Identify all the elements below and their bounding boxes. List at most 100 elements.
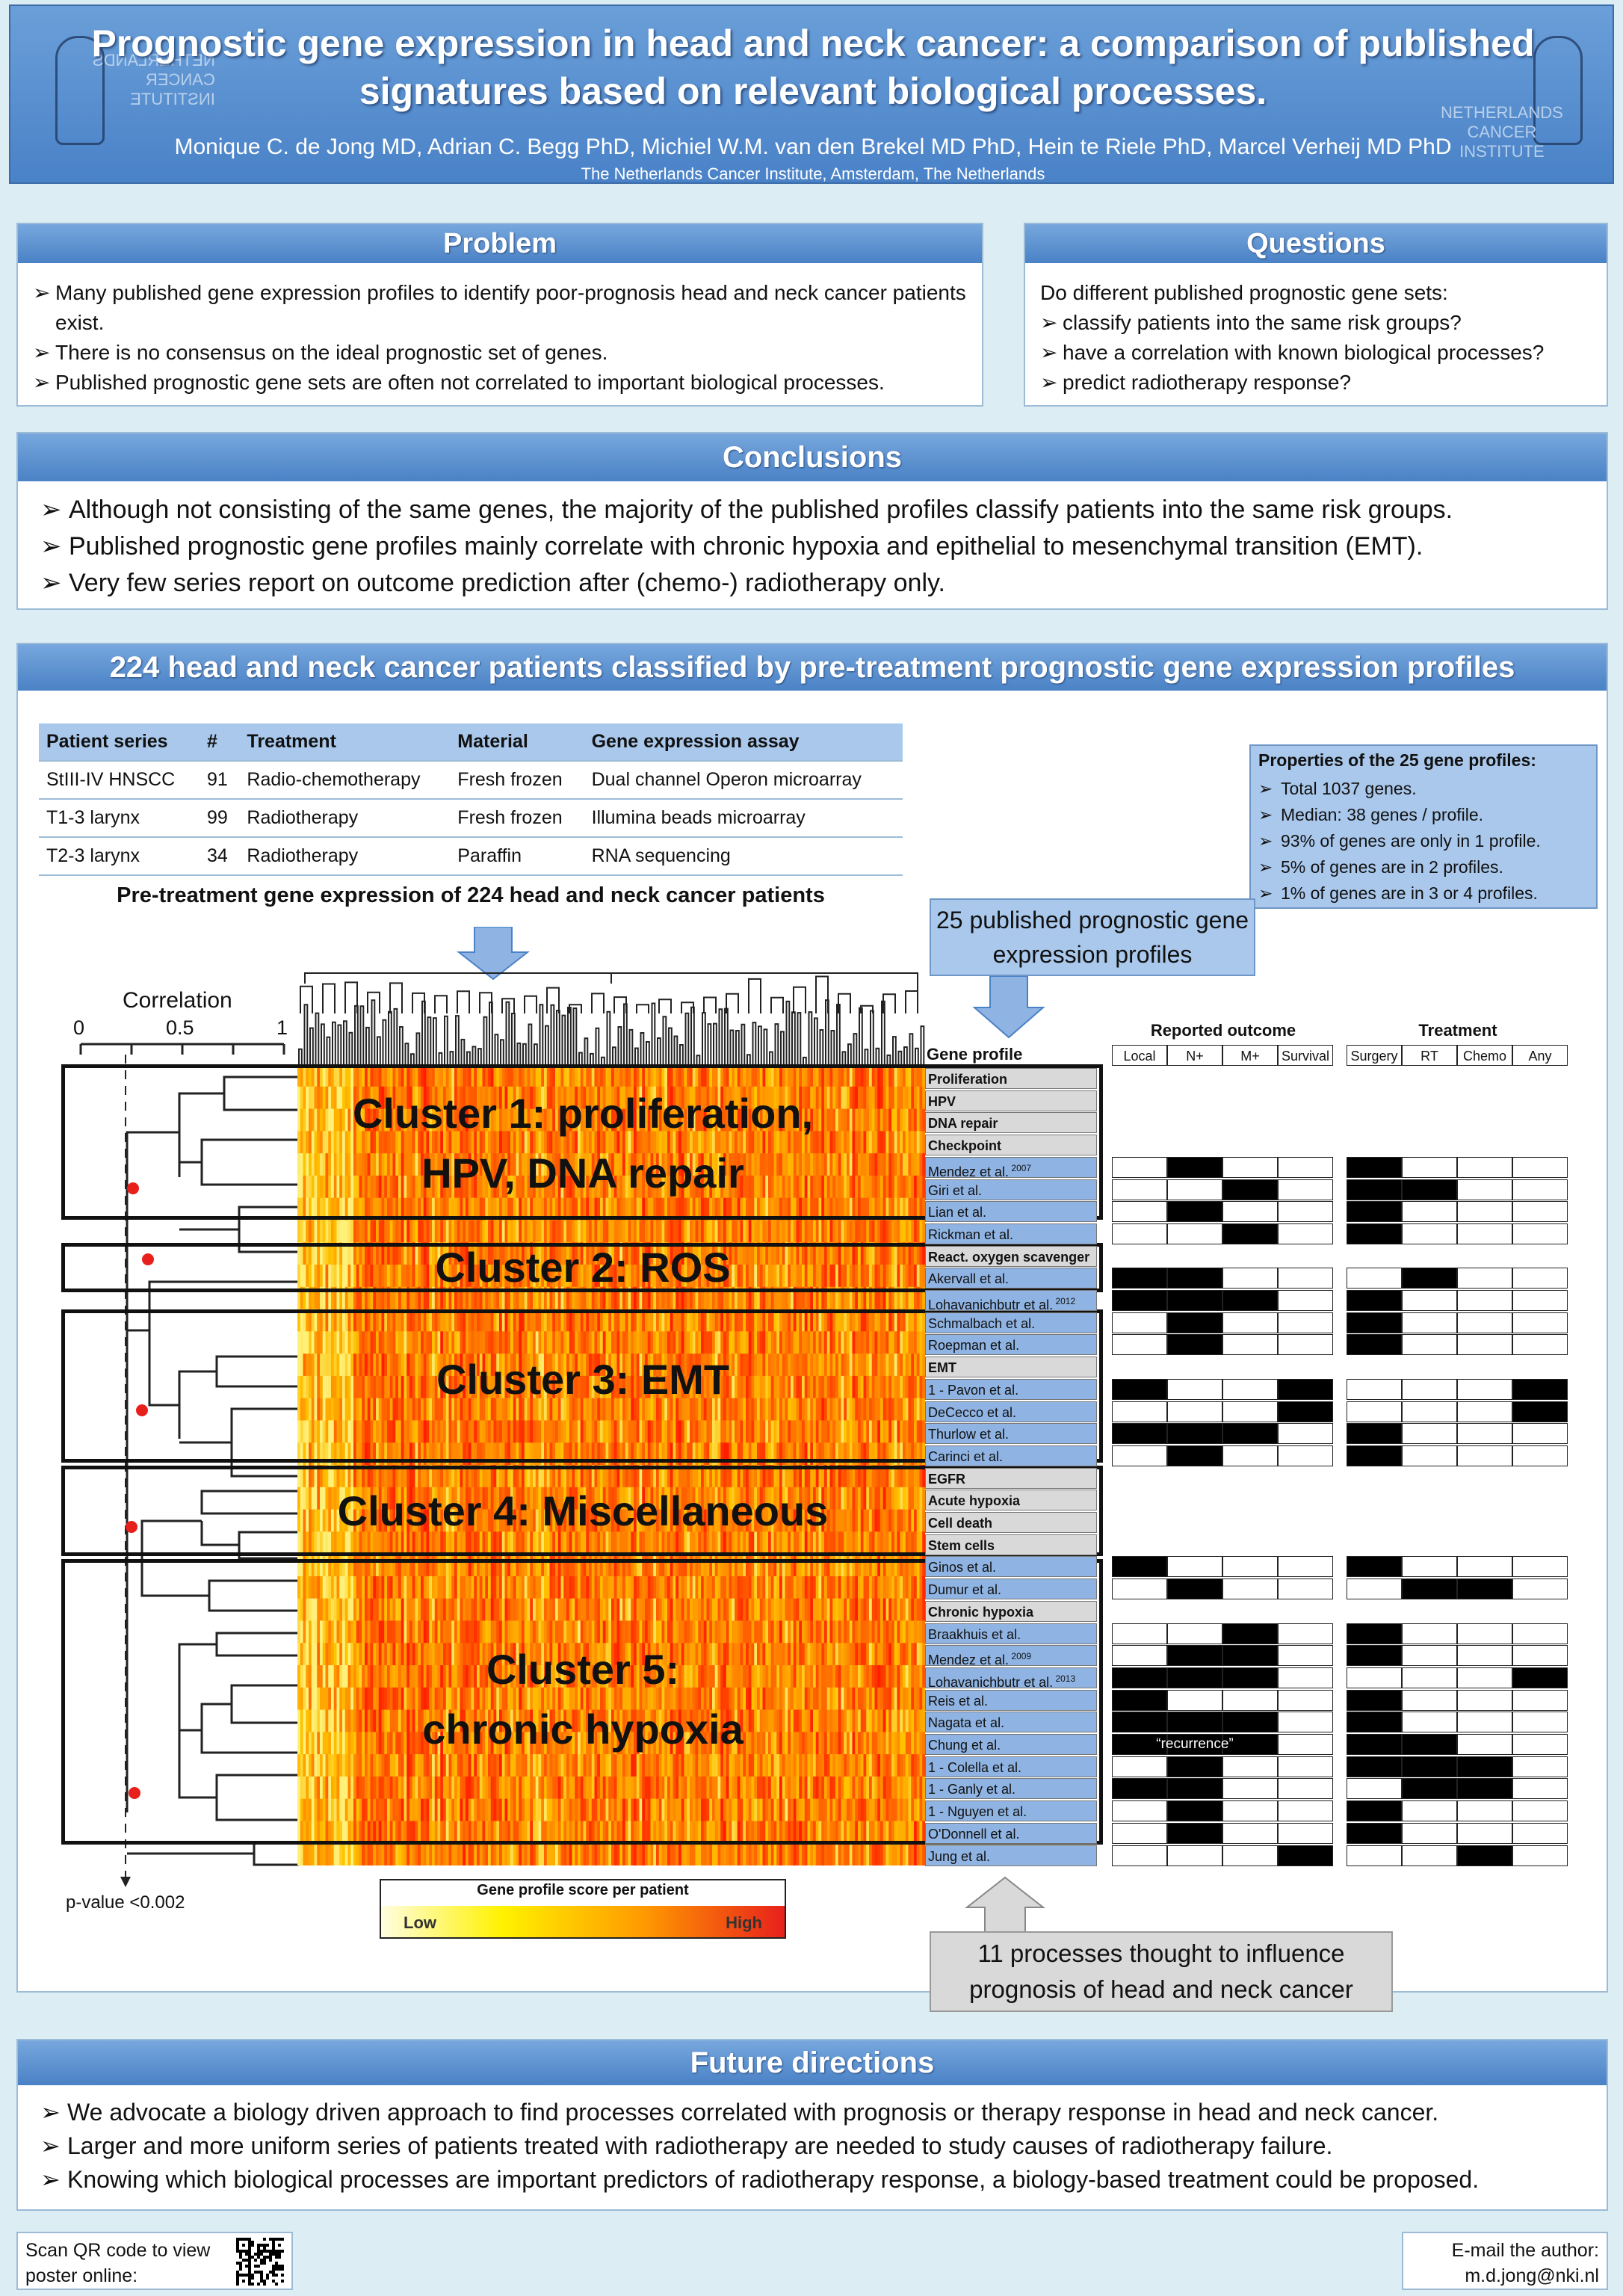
grid-cell <box>1457 1223 1512 1244</box>
grid-cell <box>1112 1401 1167 1422</box>
grid-cell <box>1167 1778 1222 1800</box>
grid-cell <box>1347 1623 1402 1644</box>
profile-row: Lian et al. <box>925 1201 1097 1223</box>
arrow-down-icon <box>972 976 1045 1039</box>
grid-cell <box>1512 1334 1568 1356</box>
grid-cell <box>1402 1845 1457 1866</box>
grid-cell <box>1278 1423 1333 1445</box>
grid-cell <box>1402 1423 1457 1445</box>
grid-cell <box>1167 1667 1222 1688</box>
grid-cell <box>1512 1156 1568 1178</box>
grid-cell <box>1402 1578 1457 1600</box>
grid-cell <box>1347 1290 1402 1311</box>
grid-cell <box>1112 1845 1167 1866</box>
author-email-link[interactable]: m.d.jong@nki.nl <box>1465 2265 1599 2286</box>
grid-cell <box>1457 1401 1512 1422</box>
process-row: Acute hypoxia <box>925 1490 1097 1511</box>
grid-cell <box>1278 1334 1333 1356</box>
face-logo-icon <box>55 36 105 145</box>
grid-cell <box>1167 1578 1222 1600</box>
grid-cell <box>1112 1667 1167 1688</box>
grid-cell <box>1112 1334 1167 1356</box>
grid-cell <box>1222 1378 1278 1400</box>
grid-column-header: Any <box>1512 1045 1568 1066</box>
qr-code-icon[interactable] <box>236 2238 284 2286</box>
arrow-up-icon <box>965 1876 1045 1937</box>
profile-row: Akervall et al. <box>925 1268 1097 1289</box>
grid-cell <box>1512 1401 1568 1422</box>
grid-cell <box>1112 1778 1167 1800</box>
grid-cell <box>1222 1822 1278 1844</box>
questions-list: classify patients into the same risk gro… <box>1040 308 1601 398</box>
grid-cell <box>1167 1623 1222 1644</box>
list-item: Although not consisting of the same gene… <box>40 492 1595 528</box>
conclusions-section: Conclusions Although not consisting of t… <box>16 432 1608 610</box>
profile-row: Lohavanichbutr et al. 2012 <box>925 1290 1097 1311</box>
axis-tick-label: 1 <box>276 1016 288 1039</box>
list-item: Published prognostic gene sets are often… <box>33 368 974 398</box>
grid-cell <box>1512 1223 1568 1244</box>
profile-row: 1 - Colella et al. <box>925 1756 1097 1777</box>
grid-cell <box>1167 1734 1222 1755</box>
grid-cell <box>1347 1734 1402 1755</box>
grid-cell <box>1222 1845 1278 1866</box>
grid-cell <box>1167 1312 1222 1333</box>
heatmap-legend: Gene profile score per patient Low High <box>380 1879 786 1939</box>
p-value-label: p-value <0.002 <box>66 1892 185 1913</box>
grid-cell <box>1167 1423 1222 1445</box>
grid-cell <box>1167 1334 1222 1356</box>
future-heading: Future directions <box>18 2040 1607 2085</box>
grid-cell <box>1167 1401 1222 1422</box>
grid-cell <box>1512 1734 1568 1755</box>
grid-cell <box>1347 1778 1402 1800</box>
grid-cell <box>1222 1334 1278 1356</box>
grid-column-header: Chemo <box>1457 1045 1512 1066</box>
cluster-label: Cluster 3: EMT <box>436 1356 730 1403</box>
grid-cell <box>1347 1712 1402 1733</box>
grid-cell <box>1457 1445 1512 1466</box>
questions-intro: Do different published prognostic gene s… <box>1040 281 1448 304</box>
correlation-label: Correlation <box>123 988 232 1013</box>
grid-cell <box>1278 1268 1333 1289</box>
list-item: Knowing which biological processes are i… <box>40 2163 1602 2197</box>
grid-cell <box>1112 1800 1167 1822</box>
grid-cell <box>1222 1712 1278 1733</box>
profile-row: Roepman et al. <box>925 1334 1097 1356</box>
grid-cell <box>1457 1822 1512 1844</box>
list-item: 1% of genes are in 3 or 4 profiles. <box>1258 880 1595 907</box>
profile-row: 1 - Pavon et al. <box>925 1378 1097 1400</box>
table-header-row: Patient series # Treatment Material Gene… <box>39 723 903 761</box>
list-item: Larger and more uniform series of patien… <box>40 2129 1602 2163</box>
grid-cell <box>1278 1734 1333 1755</box>
list-item: have a correlation with known biological… <box>1040 338 1601 368</box>
list-item: Published prognostic gene profiles mainl… <box>40 528 1595 565</box>
cluster-frame <box>61 1243 1103 1292</box>
grid-cell <box>1512 1800 1568 1822</box>
grid-cell <box>1512 1445 1568 1466</box>
conclusions-heading: Conclusions <box>18 433 1607 481</box>
grid-cell <box>1222 1201 1278 1223</box>
grid-cell <box>1402 1778 1457 1800</box>
grid-cell <box>1347 1268 1402 1289</box>
face-logo-icon <box>1533 36 1583 145</box>
grid-cell <box>1512 1778 1568 1800</box>
axis-tick-label: 0 <box>73 1016 85 1039</box>
grid-cell <box>1402 1712 1457 1733</box>
grid-column-header: N+ <box>1167 1045 1222 1066</box>
list-item: 5% of genes are in 2 profiles. <box>1258 854 1595 880</box>
grid-cell <box>1457 1845 1512 1866</box>
grid-cell <box>1457 1201 1512 1223</box>
grid-cell <box>1347 1156 1402 1178</box>
grid-cell <box>1167 1556 1222 1578</box>
grid-cell <box>1167 1445 1222 1466</box>
affiliation: The Netherlands Cancer Institute, Amster… <box>581 164 1045 183</box>
grid-cell <box>1347 1378 1402 1400</box>
cluster-frame <box>61 1309 1103 1463</box>
grid-cell <box>1347 1822 1402 1844</box>
profile-row: Chung et al. <box>925 1734 1097 1755</box>
grid-cell <box>1512 1423 1568 1445</box>
problem-section: Problem Many published gene expression p… <box>16 223 983 407</box>
